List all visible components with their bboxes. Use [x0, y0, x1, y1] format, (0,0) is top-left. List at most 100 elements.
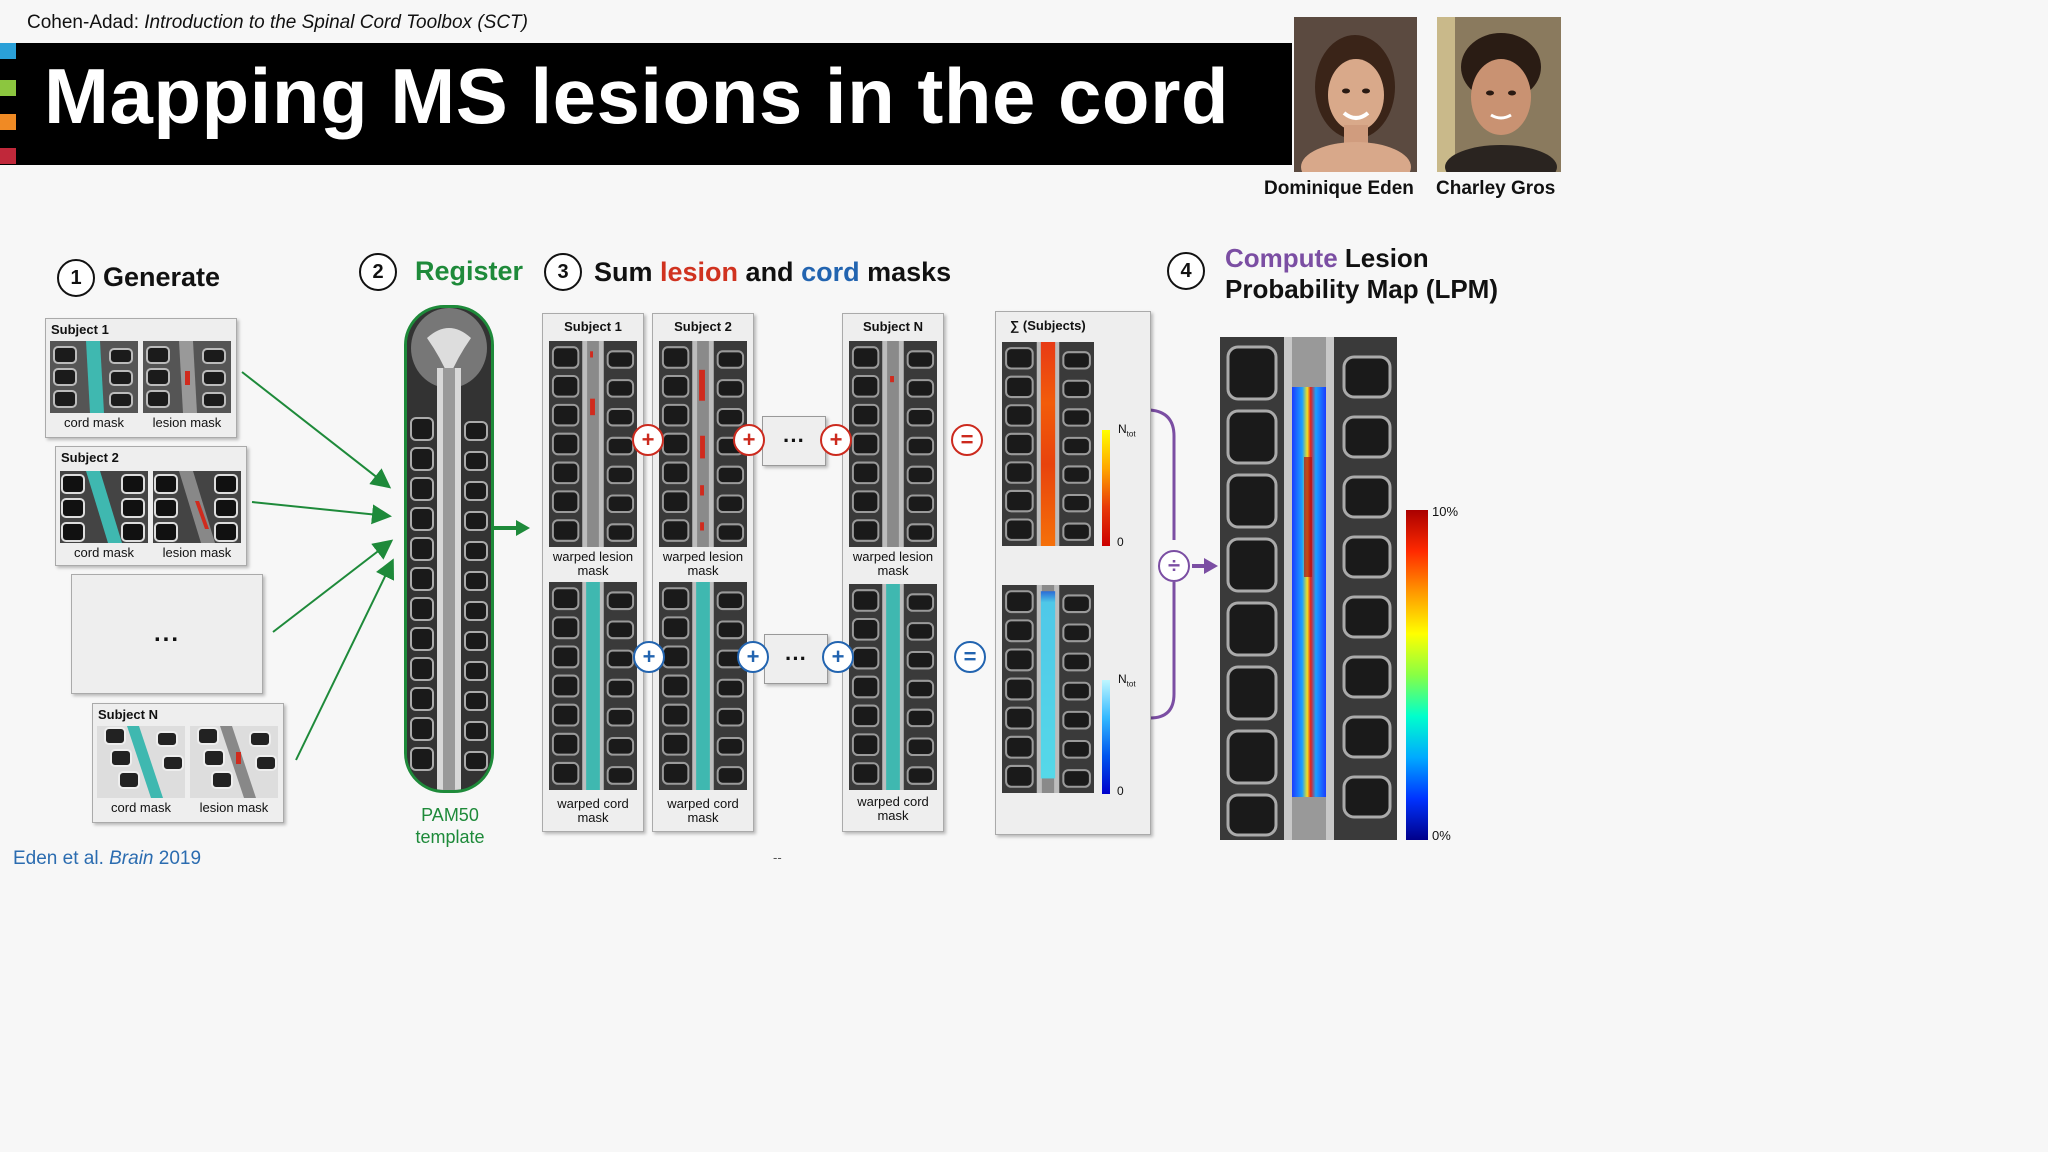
cord-colorbar-max: Ntot: [1118, 672, 1136, 689]
lesion-colorbar: [1102, 430, 1110, 546]
sum-result-title: ∑ (Subjects): [1010, 318, 1086, 333]
step-3-title-and: and: [738, 257, 802, 287]
plus-icon: +: [632, 424, 664, 456]
lesion-mask-image: [190, 726, 278, 798]
step-2-number: 2: [359, 253, 397, 291]
step-3-title-cord: cord: [801, 257, 860, 287]
lpm-image: [1220, 337, 1397, 840]
card-title: Subject 1: [51, 322, 109, 337]
template-label-line1: PAM50: [421, 805, 479, 825]
ellipsis: ...: [153, 620, 180, 647]
card-title: Subject N: [98, 707, 158, 722]
step-4-title-rest: Lesion: [1337, 243, 1429, 273]
plus-icon: +: [822, 641, 854, 673]
step-3-title: Sum lesion and cord masks: [594, 257, 951, 288]
citation: Eden et al. Brain 2019: [13, 848, 202, 869]
cord-colorbar: [1102, 680, 1110, 794]
lpm-bracket: [1149, 408, 1176, 720]
step-3-title-pre: Sum: [594, 257, 661, 287]
cord-mask-image: [60, 471, 148, 543]
lesion-mask-image: [153, 471, 241, 543]
lpm-colorbar: [1406, 510, 1428, 840]
step-1-number: 1: [57, 259, 95, 297]
lpm-colorbar-min: 0%: [1432, 828, 1451, 843]
person-name-dominique: Dominique Eden: [1264, 178, 1414, 199]
lesion-sum-image: [1002, 342, 1094, 546]
cord-mask-label: cord mask: [111, 800, 171, 815]
column-title: Subject 2: [674, 319, 732, 334]
generate-card-subject-2: Subject 2 cord mask lesion mask: [55, 446, 247, 566]
generate-card-subject-1: Subject 1 cord mask lesion mask: [45, 318, 237, 438]
cord-mask-image: [97, 726, 185, 798]
plus-icon: +: [820, 424, 852, 456]
warped-cord-image: [849, 584, 937, 790]
step-1-title: Generate: [103, 262, 221, 292]
column-title: Subject N: [863, 319, 923, 334]
cord-colorbar-min: 0: [1117, 784, 1124, 798]
lpm-colorbar-max: 10%: [1432, 504, 1459, 519]
title-bar: Mapping MS lesions in the cord: [0, 43, 1292, 165]
step-4-title: Compute Lesion Probability Map (LPM): [1225, 243, 1498, 305]
lesion-mask-label: lesion mask: [199, 800, 269, 815]
arrows-layer: [241, 371, 1218, 761]
arrow-ellipsis: [272, 539, 394, 633]
generate-card-subject-n: Subject N cord mask lesion mask: [92, 703, 284, 823]
arrow-subject-1: [241, 371, 392, 489]
step-2-title: Register: [415, 256, 524, 286]
plus-icon: +: [733, 424, 765, 456]
column-title: Subject 1: [564, 319, 622, 334]
equals-icon: =: [954, 641, 986, 673]
divide-icon: ÷: [1158, 550, 1190, 582]
register-to-sum-arrow: [494, 520, 530, 536]
footer-mark: --: [773, 850, 782, 865]
step-3-title-post: masks: [859, 257, 952, 287]
course-title: Cohen-Adad: Introduction to the Spinal C…: [27, 12, 528, 34]
sum-result-card: ∑ (Subjects) Ntot 0 Ntot 0: [995, 311, 1151, 835]
step-3-number: 3: [544, 253, 582, 291]
template-label: PAM50 template: [400, 804, 500, 848]
warped-lesion-image: [549, 341, 637, 547]
equals-icon: =: [951, 424, 983, 456]
pam50-template-image: [404, 305, 494, 793]
lesion-mask-label: lesion mask: [152, 415, 222, 430]
warped-cord-image: [659, 582, 747, 790]
lesion-colorbar-max: Ntot: [1118, 422, 1136, 439]
generate-to-register-arrows: [241, 371, 395, 761]
lesion-ellipsis-box: ···: [762, 416, 826, 466]
photo-charley-gros: [1437, 17, 1561, 172]
cord-mask-image: [50, 341, 138, 413]
generate-card-ellipsis: ...: [71, 574, 263, 694]
template-label-line2: template: [415, 827, 485, 847]
warped-cord-image: [549, 582, 637, 790]
photo-dominique-eden: [1294, 17, 1417, 172]
slide-title: Mapping MS lesions in the cord: [44, 52, 1230, 140]
step-4-number: 4: [1167, 252, 1205, 290]
arrow-subject-n: [295, 558, 395, 761]
step-3-title-lesion: lesion: [660, 257, 739, 287]
course-author: Cohen-Adad:: [27, 12, 139, 33]
step-4-title-colored: Compute: [1225, 243, 1338, 273]
plus-icon: +: [737, 641, 769, 673]
cord-sum-image: [1002, 585, 1094, 793]
course-name: Introduction to the Spinal Cord Toolbox …: [144, 12, 528, 33]
plus-icon: +: [633, 641, 665, 673]
person-name-charley: Charley Gros: [1436, 178, 1556, 199]
divide-to-lpm-arrow: [1192, 558, 1218, 574]
cord-ellipsis-box: ···: [764, 634, 828, 684]
step-4-title-line2: Probability Map (LPM): [1225, 274, 1498, 304]
lesion-mask-label: lesion mask: [162, 545, 232, 560]
accent-square-green: [0, 80, 16, 96]
warped-lesion-image: [659, 341, 747, 547]
lesion-mask-image: [143, 341, 231, 413]
cord-mask-label: cord mask: [74, 545, 134, 560]
accent-square-red: [0, 148, 16, 164]
